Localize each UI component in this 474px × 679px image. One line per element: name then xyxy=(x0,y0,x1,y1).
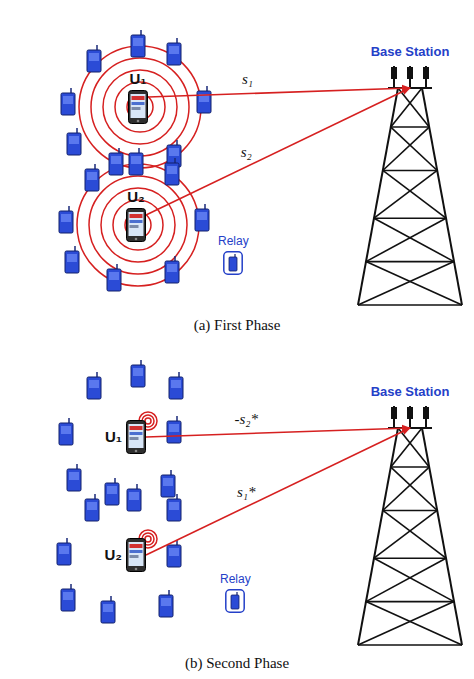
user-phone: U₁ xyxy=(100,420,146,454)
signal-link xyxy=(148,88,410,97)
signal-link xyxy=(146,88,410,215)
user-phone: U₂ xyxy=(126,188,146,242)
signal-link xyxy=(146,428,410,555)
phone-icon xyxy=(126,420,146,454)
base-station: Base Station xyxy=(360,384,460,428)
user-label: U₂ xyxy=(127,188,145,206)
tower-structure xyxy=(358,66,462,305)
tower xyxy=(358,66,462,645)
tower-structure xyxy=(358,406,462,645)
signal-label: s₂ xyxy=(239,144,254,160)
relay-node: Relay xyxy=(220,572,251,613)
phase-caption: (a) First Phase xyxy=(0,316,474,334)
user-phone: U₂ xyxy=(100,538,146,572)
relay-icon xyxy=(225,589,245,613)
station-label: Base Station xyxy=(371,44,450,60)
radio-waves xyxy=(77,46,201,548)
signal-label: -s₂* xyxy=(233,411,261,427)
user-phone: U₁ xyxy=(128,70,148,124)
user-label: U₁ xyxy=(129,70,146,88)
station-label: Base Station xyxy=(371,384,450,400)
relay-label: Relay xyxy=(220,572,251,587)
signal-link xyxy=(146,428,410,437)
phone-icon xyxy=(126,538,146,572)
signal-label: s₁ xyxy=(240,71,255,87)
base-station: Base Station xyxy=(360,44,460,88)
relay-icon xyxy=(223,251,243,275)
relay-node: Relay xyxy=(218,234,249,275)
phone-icon xyxy=(126,208,146,242)
relay-label: Relay xyxy=(218,234,249,249)
signal-label: s₁* xyxy=(235,484,258,500)
user-label: U₁ xyxy=(100,428,122,446)
phase-caption: (b) Second Phase xyxy=(0,654,474,672)
user-label: U₂ xyxy=(100,546,122,564)
phone-icon xyxy=(128,90,148,124)
